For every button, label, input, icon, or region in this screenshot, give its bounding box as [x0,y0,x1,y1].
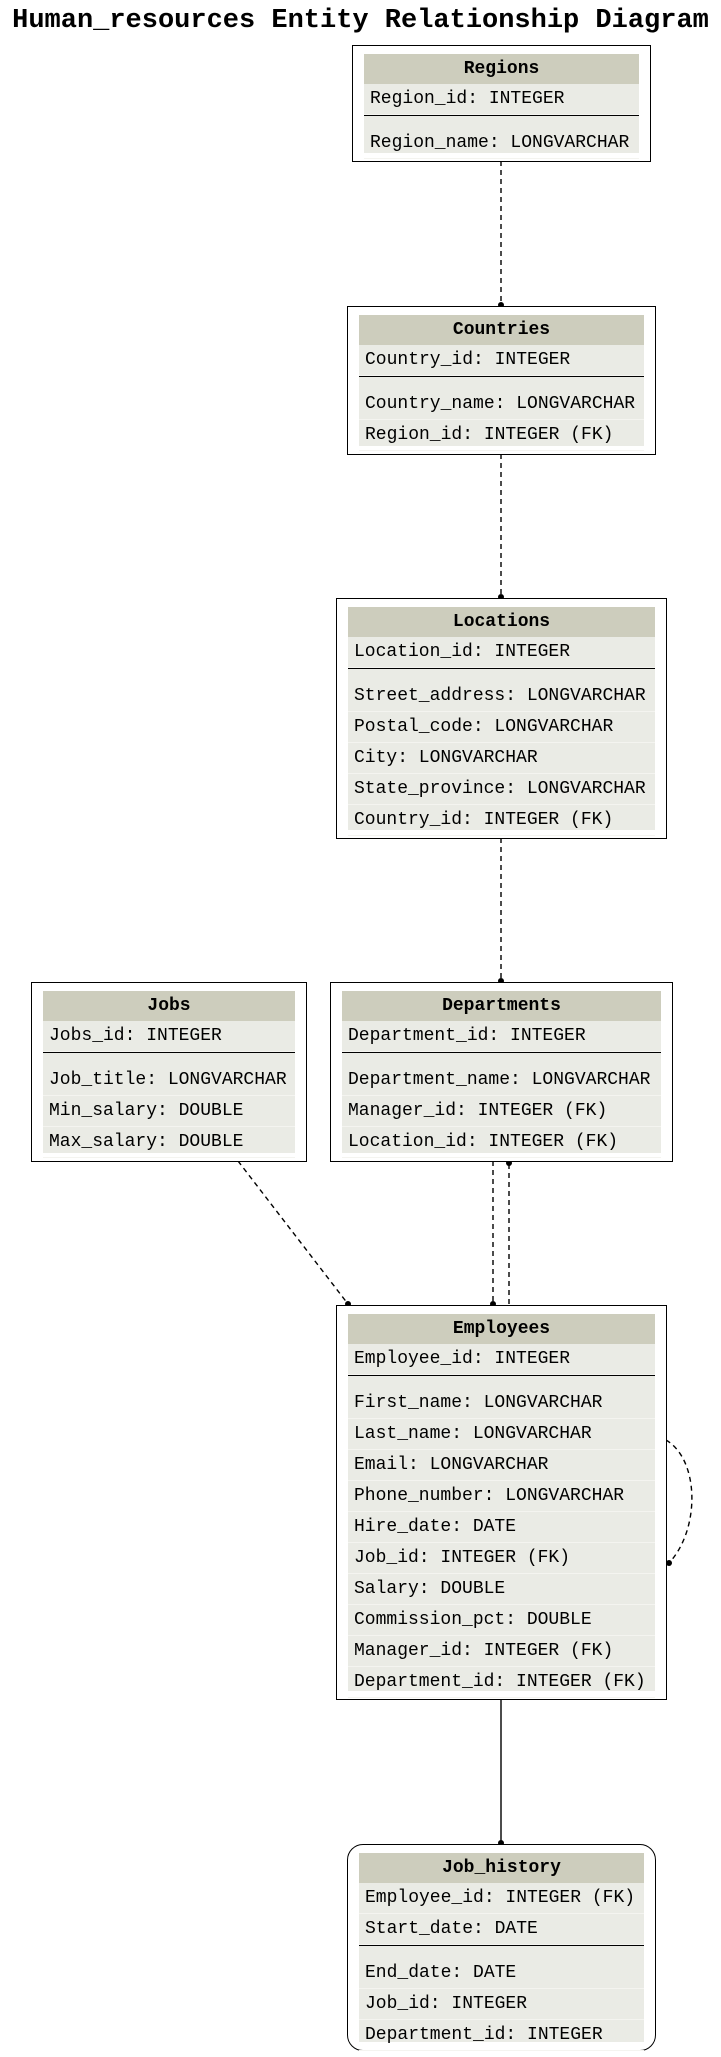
entity-name: Job_history [359,1853,644,1883]
key-separator [364,115,639,128]
key-attribute: Jobs_id: INTEGER [43,1021,295,1052]
key-attribute: Department_id: INTEGER [342,1021,661,1052]
key-attribute: Location_id: INTEGER [348,637,655,668]
attribute: Last_name: LONGVARCHAR [348,1419,655,1450]
entity-name: Regions [364,54,639,84]
attribute: Region_id: INTEGER (FK) [359,420,644,451]
diagram-title: Human_resources Entity Relationship Diag… [12,6,709,36]
attribute: Email: LONGVARCHAR [348,1450,655,1481]
attribute: End_date: DATE [359,1958,644,1989]
key-attribute: Start_date: DATE [359,1914,644,1945]
key-separator [348,1375,655,1388]
attribute: Job_id: INTEGER (FK) [348,1543,655,1574]
key-attribute: Region_id: INTEGER [364,84,639,115]
entity-name: Employees [348,1314,655,1344]
attribute: Country_id: INTEGER (FK) [348,805,655,836]
attribute: Max_salary: DOUBLE [43,1127,295,1158]
attribute: Commission_pct: DOUBLE [348,1605,655,1636]
attribute: Street_address: LONGVARCHAR [348,681,655,712]
attribute: Salary: DOUBLE [348,1574,655,1605]
attribute: Min_salary: DOUBLE [43,1096,295,1127]
key-separator [342,1052,661,1065]
entity-name: Departments [342,991,661,1021]
key-attribute: Employee_id: INTEGER [348,1344,655,1375]
attribute: Department_id: INTEGER (FK) [348,1667,655,1698]
edge-employees-self [665,1439,693,1564]
attribute: Job_title: LONGVARCHAR [43,1065,295,1096]
attribute: Hire_date: DATE [348,1512,655,1543]
entity-name: Jobs [43,991,295,1021]
edge-jobs-employees [237,1160,349,1305]
attribute: Job_id: INTEGER [359,1989,644,2020]
key-separator [359,376,644,389]
attribute: First_name: LONGVARCHAR [348,1388,655,1419]
entity-name: Locations [348,607,655,637]
attribute: Manager_id: INTEGER (FK) [342,1096,661,1127]
attribute: Manager_id: INTEGER (FK) [348,1636,655,1667]
attribute: Region_name: LONGVARCHAR [364,128,639,159]
key-attribute: Country_id: INTEGER [359,345,644,376]
attribute: State_province: LONGVARCHAR [348,774,655,805]
edge-endpoint-dot [666,1560,672,1566]
key-separator [43,1052,295,1065]
entity-name: Countries [359,315,644,345]
attribute: City: LONGVARCHAR [348,743,655,774]
key-separator [348,668,655,681]
key-separator [359,1945,644,1958]
attribute: Location_id: INTEGER (FK) [342,1127,661,1158]
attribute: Phone_number: LONGVARCHAR [348,1481,655,1512]
attribute: Country_name: LONGVARCHAR [359,389,644,420]
attribute: Postal_code: LONGVARCHAR [348,712,655,743]
attribute: Department_id: INTEGER [359,2020,644,2051]
key-attribute: Employee_id: INTEGER (FK) [359,1883,644,1914]
attribute: Department_name: LONGVARCHAR [342,1065,661,1096]
